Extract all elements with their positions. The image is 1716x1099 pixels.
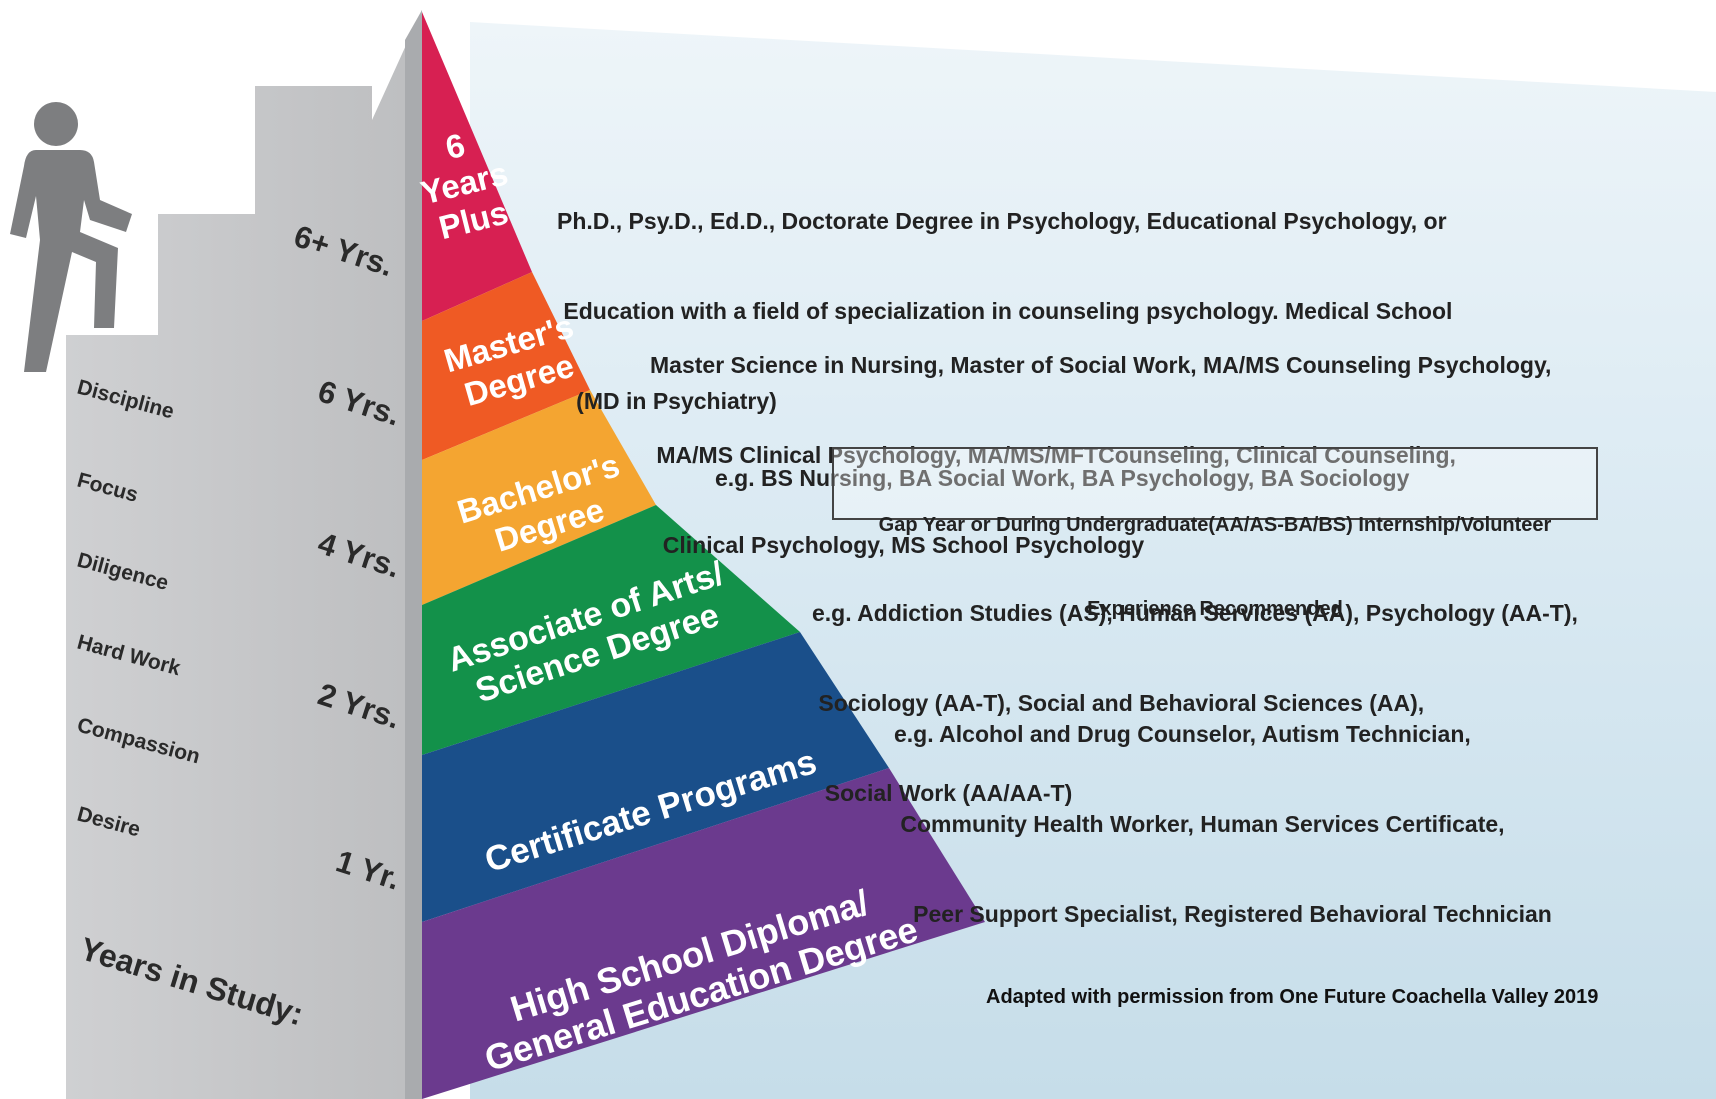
- note-line: Experience Recommended: [1087, 598, 1343, 620]
- description-line: e.g. Addiction Studies (AS), Human Servi…: [812, 600, 1578, 626]
- band-certificate: [422, 632, 889, 922]
- person-climbing-stairs-icon: [10, 102, 132, 372]
- description-certificate: e.g. Alcohol and Drug Counselor, Autism …: [894, 659, 1552, 959]
- description-line: e.g. BS Nursing, BA Social Work, BA Psyc…: [715, 465, 1410, 491]
- description-line: Master Science in Nursing, Master of Soc…: [650, 352, 1552, 378]
- band-associate: [422, 505, 800, 755]
- description-doctorate: Ph.D., Psy.D., Ed.D., Doctorate Degree i…: [557, 146, 1452, 446]
- description-line: (MD in Psychiatry): [557, 388, 777, 414]
- band-masters: [422, 272, 590, 460]
- description-line: Education with a field of specialization…: [557, 298, 1453, 324]
- description-bachelors: e.g. BS Nursing, BA Social Work, BA Psyc…: [715, 403, 1409, 523]
- staircase: [66, 10, 422, 1099]
- description-line: Social Work (AA/AA-T): [812, 780, 1073, 806]
- band-high-school: [422, 768, 985, 1099]
- description-line: Peer Support Specialist, Registered Beha…: [894, 901, 1552, 927]
- pyramid: [422, 12, 985, 1099]
- band-doctorate: [422, 12, 532, 321]
- note-line: Gap Year or During Undergraduate(AA/AS-B…: [878, 514, 1552, 536]
- internship-note: Gap Year or During Undergraduate(AA/AS-B…: [832, 455, 1598, 651]
- description-line: Sociology (AA-T), Social and Behavioral …: [812, 690, 1425, 716]
- description-line: Ph.D., Psy.D., Ed.D., Doctorate Degree i…: [557, 208, 1447, 234]
- description-masters: Master Science in Nursing, Master of Soc…: [650, 290, 1551, 590]
- description-line: e.g. Alcohol and Drug Counselor, Autism …: [894, 721, 1471, 747]
- description-line: Clinical Psychology, MS School Psycholog…: [650, 532, 1145, 558]
- staircase-edge: [405, 10, 422, 1099]
- credit-text: Adapted with permission from One Future …: [986, 986, 1599, 1008]
- internship-note-box: [832, 447, 1598, 520]
- band-bachelors: [422, 390, 656, 605]
- description-line: Community Health Worker, Human Services …: [894, 811, 1505, 837]
- description-line: MA/MS Clinical Psychology, MA/MS/MFTCoun…: [650, 442, 1456, 468]
- description-associate: e.g. Addiction Studies (AS), Human Servi…: [812, 538, 1578, 838]
